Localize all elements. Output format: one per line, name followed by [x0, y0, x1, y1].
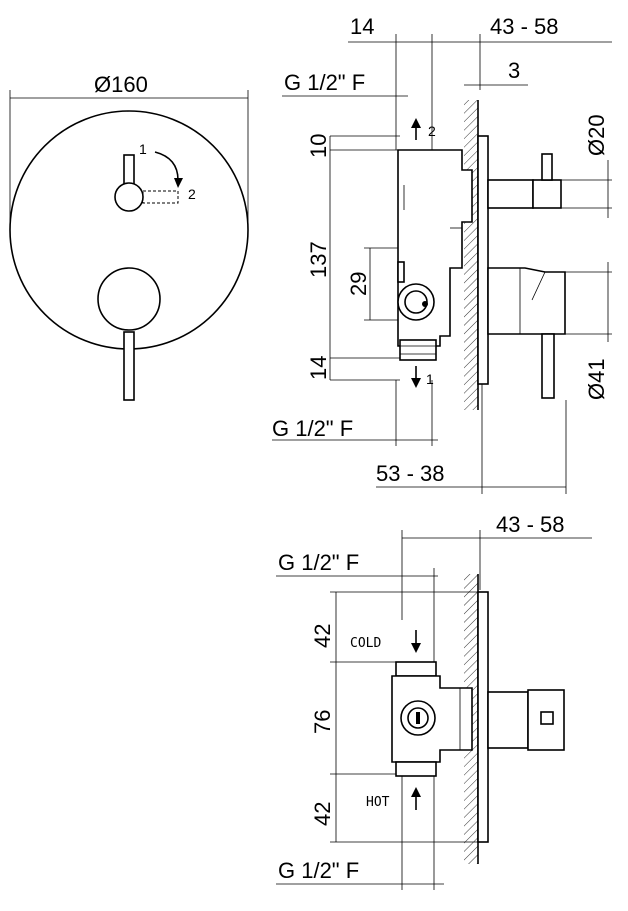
outlet-1-label: 1 — [426, 371, 434, 387]
side-thread-top: G 1/2" F — [284, 70, 365, 95]
rear-dim-42-bottom: 42 — [310, 802, 335, 826]
side-dim-137: 137 — [306, 241, 331, 278]
outlet-nut — [399, 339, 437, 361]
hot-label: HOT — [366, 795, 390, 810]
rear-dim-42-top: 42 — [310, 624, 335, 648]
side-top-dim-43-58: 43 - 58 — [490, 14, 559, 39]
rear-handle-cap — [527, 689, 565, 751]
rear-dim-76: 76 — [310, 710, 335, 734]
rear-thread-bottom: G 1/2" F — [278, 858, 359, 883]
main-handle-cap — [97, 267, 161, 331]
rear-cover-plate — [477, 591, 489, 843]
side-dim-29: 29 — [346, 272, 371, 296]
cold-label: COLD — [350, 636, 381, 651]
side-view: 14 43 - 58 G 1/2" F 3 10 137 14 29 — [272, 14, 612, 494]
side-cover-plate — [477, 135, 489, 385]
position-2-label: 2 — [188, 186, 196, 202]
side-bottom-dim: 53 - 38 — [376, 461, 445, 486]
side-diverter-knob — [532, 179, 562, 209]
side-top-dim-14: 14 — [350, 14, 374, 39]
side-thread-bottom: G 1/2" F — [272, 416, 353, 441]
front-diameter-label: Ø160 — [94, 72, 148, 97]
rear-top-dim: 43 - 58 — [496, 512, 565, 537]
main-handle-lever — [123, 331, 135, 401]
rear-view: 43 - 58 G 1/2" F 42 76 42 COLD — [276, 512, 592, 890]
side-dim-10: 10 — [306, 134, 331, 158]
side-main-handle — [487, 267, 566, 335]
front-view: Ø160 1 2 — [9, 72, 249, 401]
outlet-2-label: 2 — [428, 123, 436, 139]
position-1-label: 1 — [139, 141, 147, 157]
rear-thread-top: G 1/2" F — [278, 550, 359, 575]
inlet-port — [397, 283, 435, 321]
side-handle-diameter: Ø20 — [584, 114, 609, 156]
side-wall-dim-3: 3 — [508, 58, 520, 83]
side-body-diameter: Ø41 — [584, 358, 609, 400]
side-dim-14: 14 — [306, 356, 331, 380]
diverter-knob — [114, 182, 144, 212]
